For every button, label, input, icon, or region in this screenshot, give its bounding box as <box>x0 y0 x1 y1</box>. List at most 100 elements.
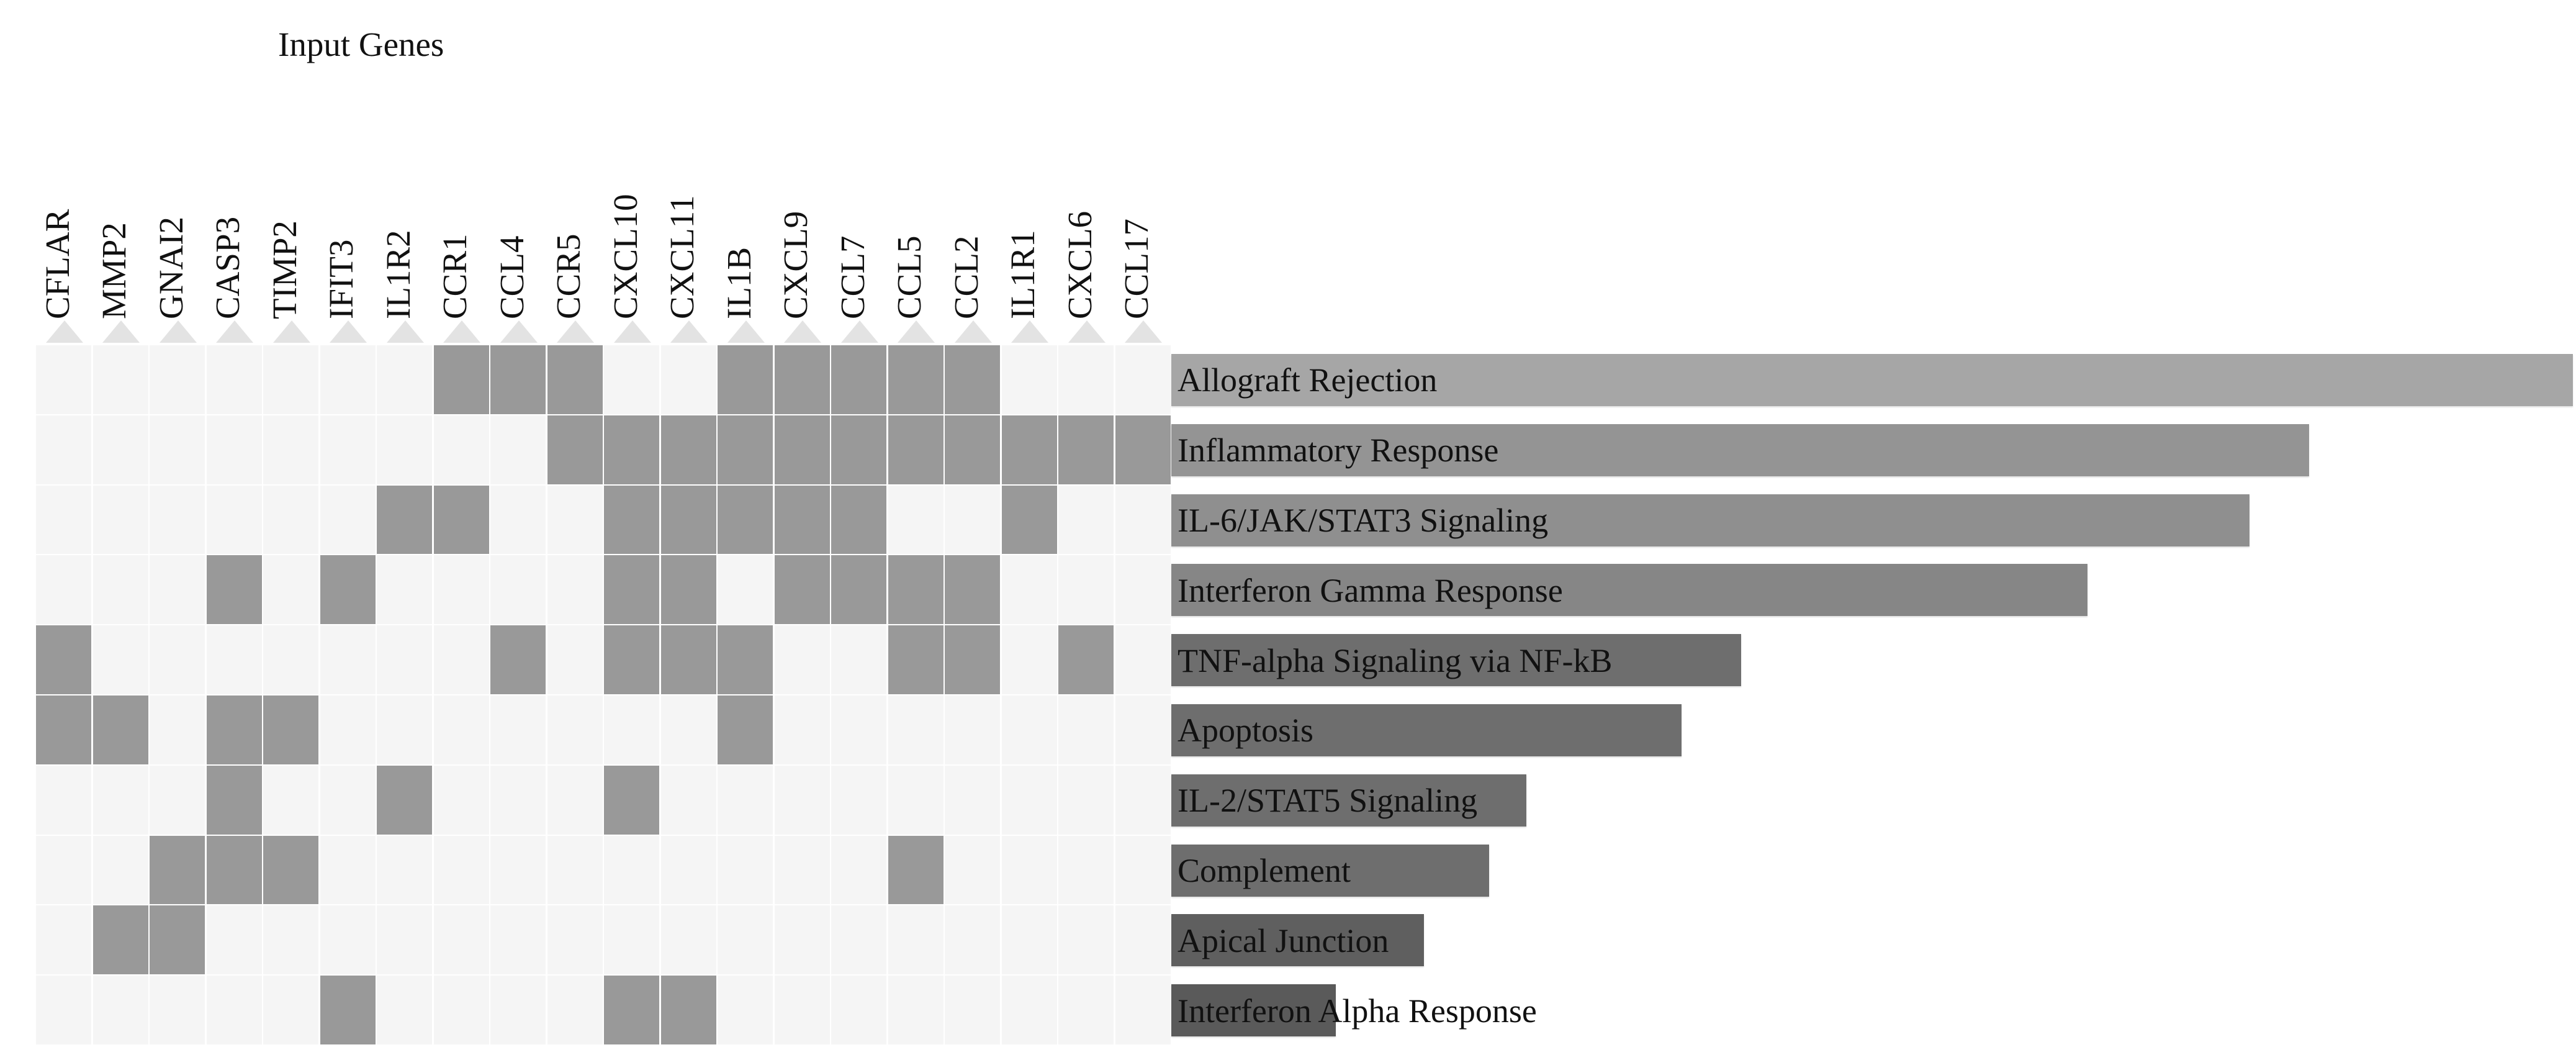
matrix-cell[interactable] <box>604 415 660 486</box>
matrix-cell[interactable] <box>320 555 377 626</box>
matrix-cell[interactable] <box>150 976 206 1046</box>
matrix-cell[interactable] <box>320 345 377 415</box>
matrix-cell[interactable] <box>547 625 604 695</box>
matrix-cell[interactable] <box>945 485 1001 556</box>
matrix-cell[interactable] <box>433 485 490 556</box>
matrix-cell[interactable] <box>150 765 206 836</box>
matrix-cell[interactable] <box>1001 765 1058 836</box>
matrix-cell[interactable] <box>604 625 660 695</box>
matrix-cell[interactable] <box>263 695 320 766</box>
matrix-cell[interactable] <box>92 485 150 556</box>
matrix-cell[interactable] <box>490 765 547 836</box>
matrix-cell[interactable] <box>490 835 547 906</box>
matrix-cell[interactable] <box>1001 555 1058 626</box>
matrix-cell[interactable] <box>774 485 831 556</box>
matrix-cell[interactable] <box>945 555 1001 626</box>
matrix-cell[interactable] <box>774 976 831 1046</box>
matrix-cell[interactable] <box>36 485 92 556</box>
matrix-cell[interactable] <box>660 976 718 1046</box>
matrix-cell[interactable] <box>547 765 604 836</box>
matrix-cell[interactable] <box>774 835 831 906</box>
matrix-cell[interactable] <box>433 555 490 626</box>
matrix-cell[interactable] <box>36 835 92 906</box>
matrix-cell[interactable] <box>92 976 150 1046</box>
matrix-cell[interactable] <box>774 625 831 695</box>
matrix-cell[interactable] <box>92 555 150 626</box>
matrix-cell[interactable] <box>320 695 377 766</box>
matrix-cell[interactable] <box>1058 695 1115 766</box>
pathway-bar[interactable] <box>1171 774 1526 827</box>
matrix-cell[interactable] <box>490 485 547 556</box>
matrix-cell[interactable] <box>604 555 660 626</box>
matrix-cell[interactable] <box>206 695 263 766</box>
matrix-cell[interactable] <box>1115 905 1172 976</box>
matrix-cell[interactable] <box>1115 695 1172 766</box>
matrix-cell[interactable] <box>774 555 831 626</box>
matrix-cell[interactable] <box>490 555 547 626</box>
matrix-cell[interactable] <box>1001 485 1058 556</box>
matrix-cell[interactable] <box>433 976 490 1046</box>
matrix-cell[interactable] <box>660 555 718 626</box>
matrix-cell[interactable] <box>377 905 433 976</box>
matrix-cell[interactable] <box>547 345 604 415</box>
matrix-cell[interactable] <box>263 835 320 906</box>
matrix-cell[interactable] <box>547 415 604 486</box>
matrix-cell[interactable] <box>718 765 774 836</box>
matrix-cell[interactable] <box>1115 485 1172 556</box>
matrix-cell[interactable] <box>1001 835 1058 906</box>
matrix-cell[interactable] <box>92 835 150 906</box>
matrix-cell[interactable] <box>92 345 150 415</box>
matrix-cell[interactable] <box>660 695 718 766</box>
matrix-cell[interactable] <box>831 905 888 976</box>
matrix-cell[interactable] <box>888 905 945 976</box>
matrix-cell[interactable] <box>888 485 945 556</box>
matrix-cell[interactable] <box>433 765 490 836</box>
matrix-cell[interactable] <box>1001 415 1058 486</box>
matrix-cell[interactable] <box>206 905 263 976</box>
matrix-cell[interactable] <box>888 765 945 836</box>
matrix-cell[interactable] <box>150 485 206 556</box>
matrix-cell[interactable] <box>263 976 320 1046</box>
matrix-cell[interactable] <box>547 555 604 626</box>
matrix-cell[interactable] <box>377 485 433 556</box>
matrix-cell[interactable] <box>263 415 320 486</box>
matrix-cell[interactable] <box>718 905 774 976</box>
matrix-cell[interactable] <box>1058 976 1115 1046</box>
matrix-cell[interactable] <box>945 625 1001 695</box>
matrix-cell[interactable] <box>36 905 92 976</box>
matrix-cell[interactable] <box>1115 555 1172 626</box>
matrix-cell[interactable] <box>604 345 660 415</box>
matrix-cell[interactable] <box>490 905 547 976</box>
matrix-cell[interactable] <box>604 835 660 906</box>
matrix-cell[interactable] <box>150 835 206 906</box>
matrix-cell[interactable] <box>433 625 490 695</box>
matrix-cell[interactable] <box>660 625 718 695</box>
matrix-cell[interactable] <box>92 905 150 976</box>
matrix-cell[interactable] <box>888 345 945 415</box>
matrix-cell[interactable] <box>888 695 945 766</box>
pathway-bar[interactable] <box>1171 494 2249 546</box>
matrix-cell[interactable] <box>547 695 604 766</box>
matrix-cell[interactable] <box>888 555 945 626</box>
matrix-cell[interactable] <box>263 485 320 556</box>
matrix-cell[interactable] <box>660 835 718 906</box>
matrix-cell[interactable] <box>888 835 945 906</box>
matrix-cell[interactable] <box>1001 695 1058 766</box>
matrix-cell[interactable] <box>1001 976 1058 1046</box>
matrix-cell[interactable] <box>718 976 774 1046</box>
matrix-cell[interactable] <box>1058 485 1115 556</box>
matrix-cell[interactable] <box>945 976 1001 1046</box>
matrix-cell[interactable] <box>150 905 206 976</box>
matrix-cell[interactable] <box>1115 345 1172 415</box>
matrix-cell[interactable] <box>831 765 888 836</box>
matrix-cell[interactable] <box>831 555 888 626</box>
matrix-cell[interactable] <box>150 555 206 626</box>
matrix-cell[interactable] <box>377 555 433 626</box>
matrix-cell[interactable] <box>1058 625 1115 695</box>
matrix-cell[interactable] <box>206 345 263 415</box>
matrix-cell[interactable] <box>320 905 377 976</box>
matrix-cell[interactable] <box>490 976 547 1046</box>
matrix-cell[interactable] <box>718 835 774 906</box>
matrix-cell[interactable] <box>263 555 320 626</box>
matrix-cell[interactable] <box>206 415 263 486</box>
